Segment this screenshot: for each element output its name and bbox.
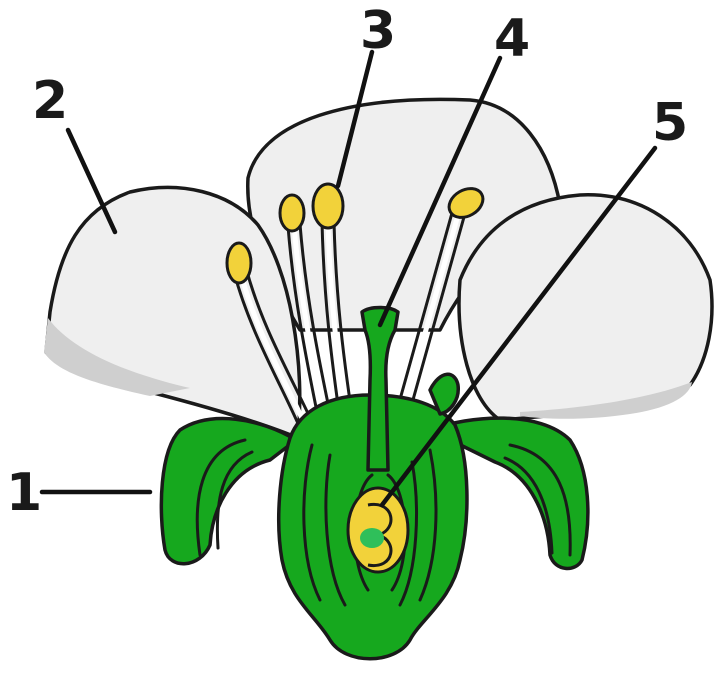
label-stigma: 4 bbox=[494, 9, 530, 69]
label-anther: 3 bbox=[360, 1, 396, 61]
label-petal: 2 bbox=[32, 71, 68, 131]
anther-left bbox=[227, 243, 251, 283]
ovule bbox=[348, 488, 408, 572]
label-ovule: 5 bbox=[652, 93, 688, 153]
sepal-left bbox=[161, 419, 296, 564]
petal-right bbox=[459, 195, 712, 420]
label-sepal: 1 bbox=[6, 463, 42, 523]
anther-mid bbox=[280, 195, 304, 231]
anther-top bbox=[313, 184, 343, 228]
